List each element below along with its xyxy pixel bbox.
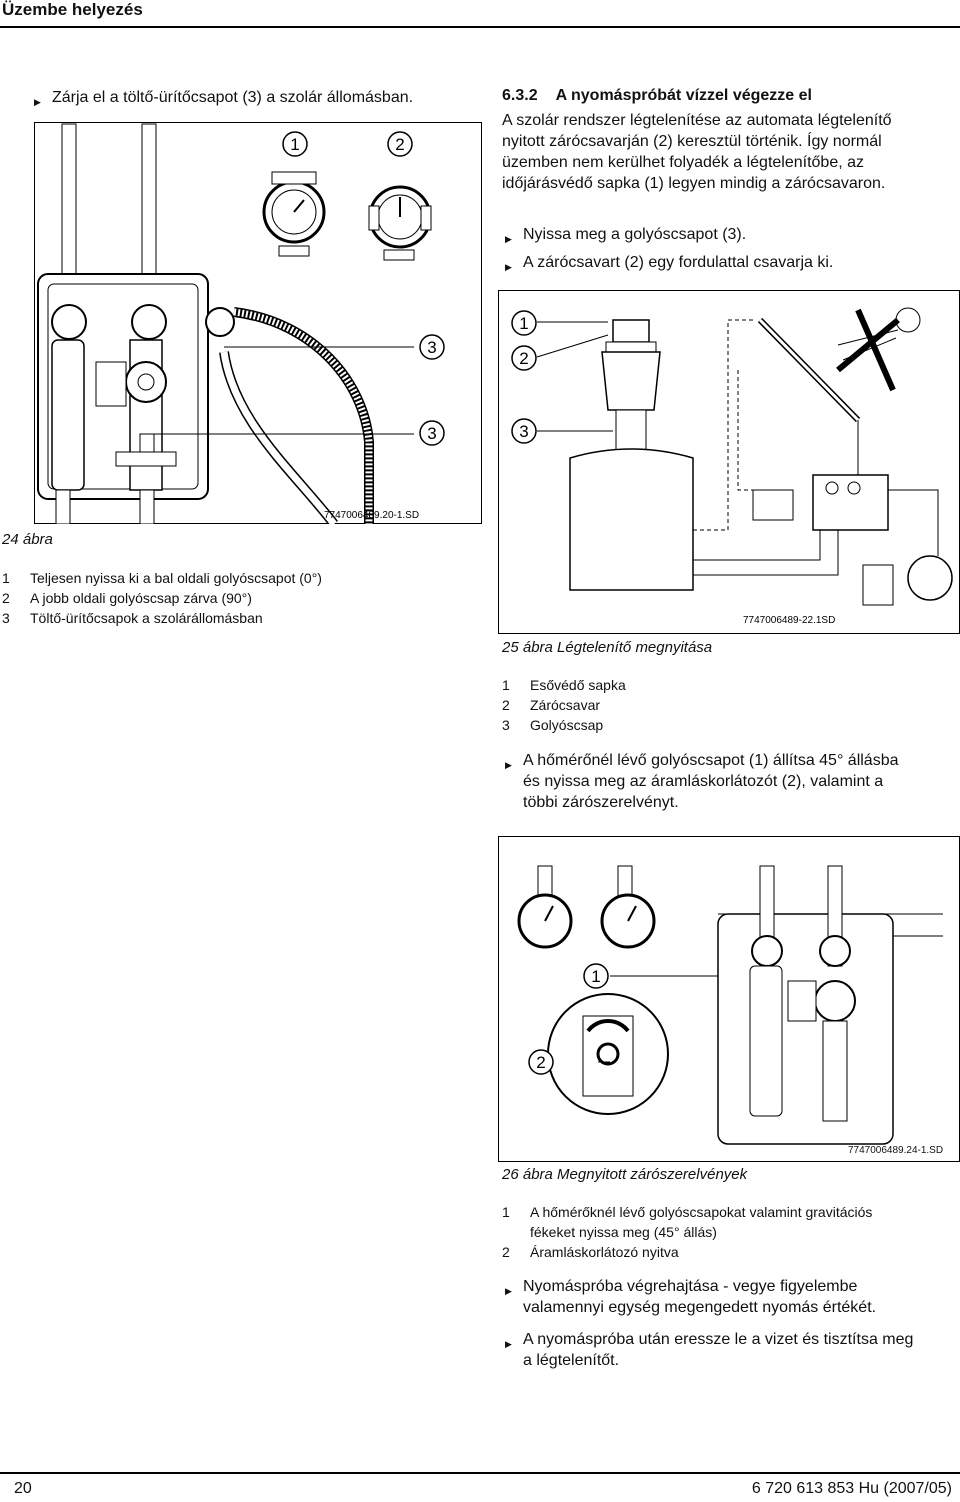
- page-number: 20: [14, 1480, 32, 1497]
- bullet-open-ball-valve: Nyissa meg a golyóscsapot (3).: [505, 224, 746, 250]
- fig25-caption: 25 ábra Légtelenítő megnyitása: [502, 639, 713, 656]
- fig25-callout-1: 1: [519, 314, 528, 333]
- fig25-callout-2: 2: [519, 349, 528, 368]
- page-header-title: Üzembe helyezés: [2, 0, 143, 19]
- fig26-callout-2: 2: [536, 1053, 545, 1072]
- legend-item: fékeket nyissa meg (45° állás): [530, 1224, 717, 1240]
- bullet-pressure-test: Nyomáspróba végrehajtása - vegye figyele…: [505, 1276, 958, 1318]
- fig24-callout-2: 2: [395, 135, 404, 154]
- bullet-set-ball-valve-45: A hőmérőnél lévő golyóscsapot (1) állíts…: [505, 750, 958, 813]
- zoom-gauge-right-icon: [368, 185, 432, 261]
- fig25-code: 7747006489-22.1SD: [743, 615, 835, 626]
- section-intro: A szolár rendszer légtelenítése az autom…: [502, 112, 892, 192]
- fig26-code: 7747006489.24-1.SD: [848, 1145, 944, 1156]
- fig24-callout-1: 1: [290, 135, 299, 154]
- fig24-callout-3b: 3: [427, 424, 436, 443]
- fig26-callout-1: 1: [591, 967, 600, 986]
- bullet-unscrew-cap: A zárócsavart (2) egy fordulattal csavar…: [505, 252, 833, 278]
- header-rule: [0, 26, 960, 28]
- fig25-callout-3: 3: [519, 422, 528, 441]
- figure-24-solar-station-drawing: 1 2 3 3 7747006489.20-1.SD: [34, 122, 482, 524]
- footer-rule: [0, 1472, 960, 1474]
- figure-26-open-valves-drawing: 1 2: [498, 836, 960, 1162]
- zoom-gauge-left-icon: [262, 171, 326, 257]
- bullet-drain-and-clean: A nyomáspróba után eressze le a vizet és…: [505, 1329, 958, 1371]
- fig24-callout-3a: 3: [427, 338, 436, 357]
- fig26-caption: 26 ábra Megnyitott zárószerelvények: [502, 1166, 748, 1183]
- fig24-code: 7747006489.20-1.SD: [324, 510, 419, 521]
- figure-25-air-vent-drawing: 1 2 3 7747006489-22.1SD: [498, 290, 960, 634]
- document-code: 6 720 613 853 Hu (2007/05): [751, 1480, 952, 1497]
- bullet-close-drain-valve: Zárja el a töltő-ürítőcsapot (3) a szolá…: [34, 87, 413, 113]
- fig24-caption: 24 ábra: [2, 531, 53, 548]
